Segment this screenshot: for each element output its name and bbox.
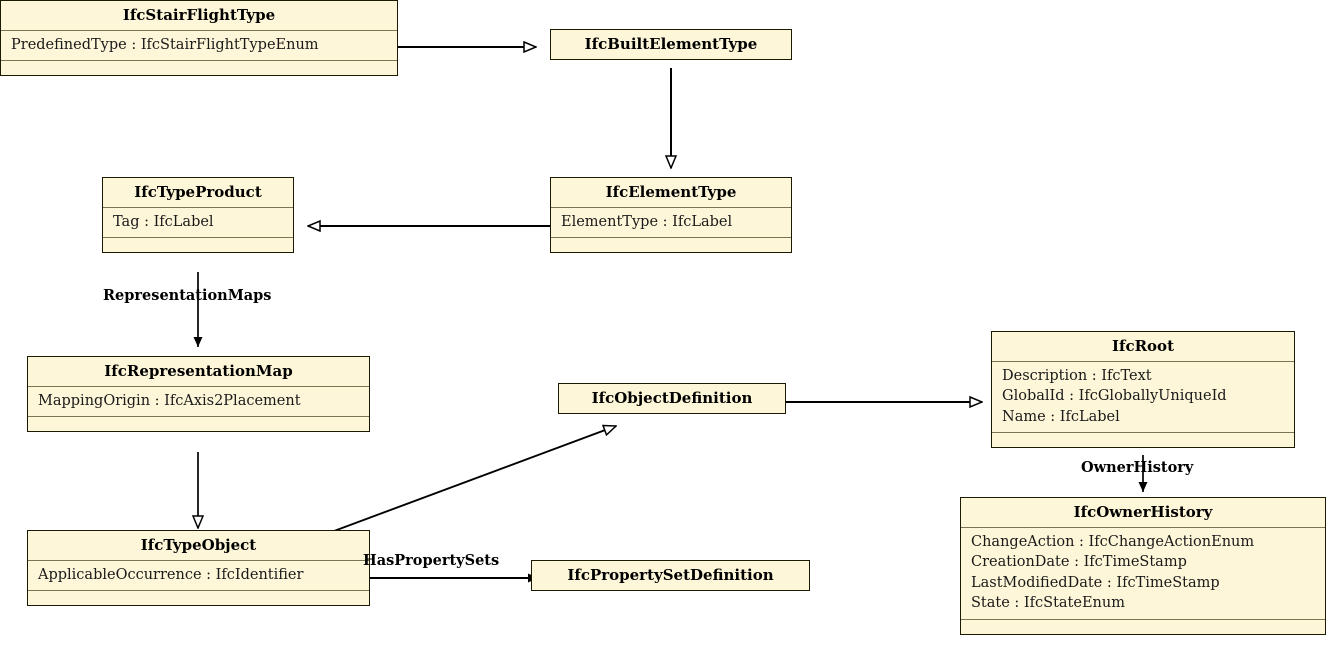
attribute-row: CreationDate : IfcTimeStamp (971, 554, 1187, 571)
class-box-ifcelementtype[interactable]: IfcElementType ElementType : IfcLabel (550, 177, 792, 254)
compartment-divider (551, 206, 791, 208)
class-attributes-ifctypeproduct: Tag : IfcLabel (103, 208, 293, 238)
class-box-ifcpropertysetdefinition[interactable]: IfcPropertySetDefinition (531, 560, 810, 591)
compartment-divider (28, 416, 369, 418)
class-box-ifcstairflighttype[interactable]: IfcStairFlightType PredefinedType : IfcS… (0, 0, 398, 77)
class-operations-ifcelementtype (551, 238, 791, 252)
class-attributes-ifctypeobject: ApplicableOccurrence : IfcIdentifier (28, 561, 369, 591)
class-name-ifcobjectdefinition: IfcObjectDefinition (591, 389, 753, 407)
compartment-divider (961, 526, 1325, 528)
compartment-divider (103, 237, 293, 239)
compartment-divider (1, 60, 397, 62)
class-box-ifcrepresentationmap[interactable]: IfcRepresentationMap MappingOrigin : Ifc… (27, 356, 370, 433)
class-operations-ifcstairflighttype (1, 61, 397, 75)
class-name-ifcstairflighttype: IfcStairFlightType (122, 6, 276, 24)
class-operations-ifcroot (992, 433, 1294, 447)
compartment-divider (28, 590, 369, 592)
edge-typeobject-to-objectdefinition (325, 426, 616, 535)
class-name-ifcbuiltelementtype: IfcBuiltElementType (584, 35, 758, 53)
attribute-row: MappingOrigin : IfcAxis2Placement (38, 392, 301, 409)
class-box-ifcownerhistory[interactable]: IfcOwnerHistory ChangeAction : IfcChange… (960, 497, 1326, 636)
attribute-row: GlobalId : IfcGloballyUniqueId (1002, 388, 1227, 405)
attribute-row: Name : IfcLabel (1002, 408, 1120, 425)
class-name-ifcrepresentationmap: IfcRepresentationMap (104, 362, 293, 380)
compartment-divider (961, 619, 1325, 621)
class-attributes-ifcownerhistory: ChangeAction : IfcChangeActionEnum Creat… (961, 528, 1325, 619)
attribute-row: ApplicableOccurrence : IfcIdentifier (38, 566, 304, 583)
attribute-row: ElementType : IfcLabel (561, 213, 733, 230)
attribute-row: Tag : IfcLabel (113, 213, 214, 230)
class-operations-ifcownerhistory (961, 620, 1325, 634)
compartment-divider (992, 432, 1294, 434)
class-attributes-ifcrepresentationmap: MappingOrigin : IfcAxis2Placement (28, 387, 369, 417)
class-name-ifcownerhistory: IfcOwnerHistory (1073, 503, 1213, 521)
attribute-row: ChangeAction : IfcChangeActionEnum (971, 533, 1255, 550)
class-name-ifcroot: IfcRoot (1111, 337, 1174, 355)
class-name-ifcpropertysetdefinition: IfcPropertySetDefinition (567, 566, 774, 584)
attribute-row: State : IfcStateEnum (971, 595, 1125, 612)
compartment-divider (28, 385, 369, 387)
class-operations-ifcrepresentationmap (28, 417, 369, 431)
class-operations-ifctypeobject (28, 591, 369, 605)
attribute-row: Description : IfcText (1002, 367, 1152, 384)
class-box-ifcobjectdefinition[interactable]: IfcObjectDefinition (558, 383, 786, 414)
class-attributes-ifcelementtype: ElementType : IfcLabel (551, 208, 791, 238)
compartment-divider (28, 559, 369, 561)
compartment-divider (551, 237, 791, 239)
class-box-ifcbuiltelementtype[interactable]: IfcBuiltElementType (550, 29, 792, 60)
class-attributes-ifcroot: Description : IfcText GlobalId : IfcGlob… (992, 362, 1294, 433)
edge-label-haspropertysets: HasPropertySets (363, 552, 500, 569)
attribute-row: PredefinedType : IfcStairFlightTypeEnum (11, 36, 319, 53)
class-attributes-ifcstairflighttype: PredefinedType : IfcStairFlightTypeEnum (1, 31, 397, 61)
class-box-ifctypeobject[interactable]: IfcTypeObject ApplicableOccurrence : Ifc… (27, 530, 370, 607)
class-box-ifcroot[interactable]: IfcRoot Description : IfcText GlobalId :… (991, 331, 1295, 449)
compartment-divider (103, 206, 293, 208)
compartment-divider (1, 29, 397, 31)
class-operations-ifctypeproduct (103, 238, 293, 252)
compartment-divider (992, 360, 1294, 362)
class-name-ifcelementtype: IfcElementType (605, 183, 737, 201)
class-name-ifctypeproduct: IfcTypeProduct (134, 183, 262, 201)
attribute-row: LastModifiedDate : IfcTimeStamp (971, 574, 1220, 591)
class-box-ifctypeproduct[interactable]: IfcTypeProduct Tag : IfcLabel (102, 177, 294, 254)
edge-label-ownerhistory: OwnerHistory (1081, 459, 1194, 476)
edge-label-representationmaps: RepresentationMaps (103, 287, 272, 304)
class-name-ifctypeobject: IfcTypeObject (140, 536, 257, 554)
